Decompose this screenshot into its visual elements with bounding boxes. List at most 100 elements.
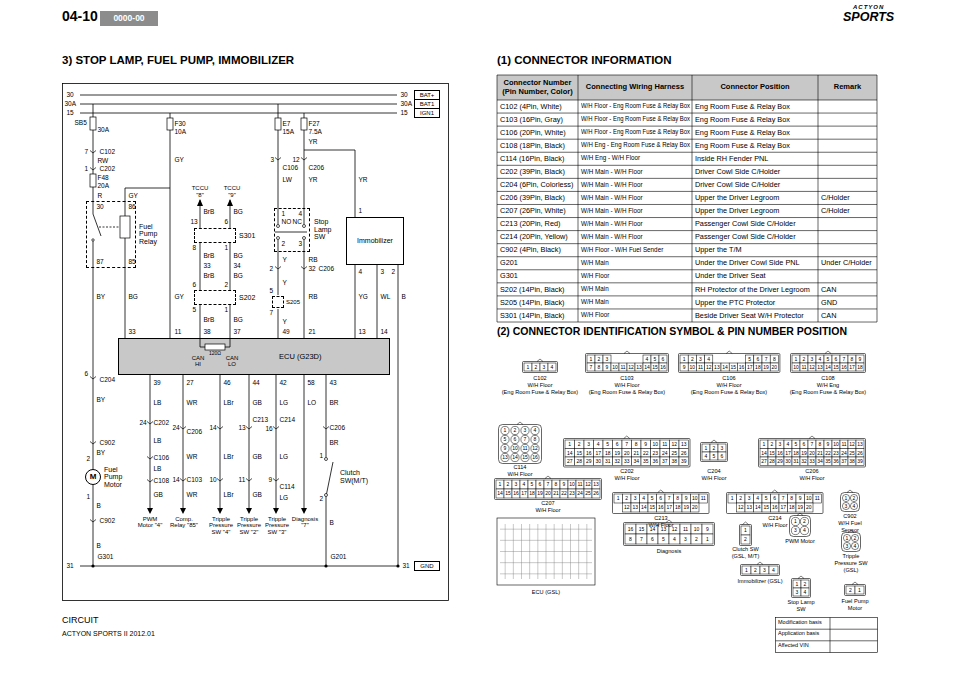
connector-face — [679, 354, 780, 373]
wire-label: 11 — [238, 477, 246, 484]
pin-cell — [796, 503, 805, 512]
table-cell: W/H Main — [581, 299, 609, 306]
pin-number: 7 — [665, 494, 674, 503]
pin-number: 19 — [536, 489, 544, 498]
node-text: 0000-00 — [113, 14, 144, 23]
connector-latch — [726, 351, 732, 354]
pin-number: 28 — [575, 457, 585, 466]
pin-cell — [531, 444, 539, 452]
pin-number: 15 — [762, 503, 771, 512]
wire-label: C202 — [153, 420, 170, 427]
pin-cell — [713, 363, 721, 371]
pin-cell — [532, 363, 540, 371]
pin-number: 4 — [754, 494, 763, 503]
arrowhead — [147, 508, 307, 514]
connector-caption: W/H Floor — [799, 476, 824, 482]
pin-cell — [565, 449, 575, 458]
pin-cell — [552, 480, 560, 489]
wire-label: WL — [380, 294, 391, 301]
table-cell: W/H Main - W/H Floor — [581, 234, 643, 241]
pin-number: 4 — [640, 494, 649, 503]
pin-cell — [796, 494, 805, 503]
table-cell: W/H Floor - W/H Fuel Sender — [581, 247, 663, 254]
wire-label: 2 — [224, 282, 229, 289]
pin-cell — [691, 494, 700, 503]
connector-caption: (GSL) — [844, 568, 859, 574]
ecu-fill — [118, 338, 390, 375]
wire-label: 31 — [66, 563, 74, 570]
pin-cell — [808, 355, 816, 363]
pin-cell — [501, 435, 509, 443]
pin-cell — [651, 363, 659, 371]
pin-cell — [536, 489, 544, 498]
table-cell: Eng Room Fuse & Relay Box — [695, 142, 790, 150]
pin-cell — [560, 480, 568, 489]
wire-label: 30A — [400, 101, 413, 108]
wire-label: 31 — [402, 563, 410, 570]
pin-cell — [702, 534, 713, 544]
table-cell: W/H Main — [581, 286, 609, 293]
table-header-cell: Remark — [820, 83, 875, 92]
table-cell: Upper the T/M — [695, 246, 742, 254]
table-cell: C103 (16Pin, Gray) — [500, 116, 563, 124]
pin-cell — [501, 444, 509, 452]
pin-number: 1 — [524, 363, 532, 371]
connector-latch — [852, 582, 858, 585]
wire-label: R — [97, 193, 103, 200]
pin-cell — [691, 524, 702, 534]
pin-number: 2 — [768, 440, 776, 449]
table-cell: Upper the Driver Legroom — [695, 207, 779, 215]
pin-number: 13 — [679, 440, 689, 449]
wire-label: 3 — [270, 157, 275, 164]
wire-label: 30 — [96, 204, 104, 211]
pin-number: 13 — [745, 503, 754, 512]
pin-number: 19 — [762, 363, 770, 371]
pin-cell — [832, 440, 840, 449]
connector-caption: C102 — [533, 376, 546, 382]
pin-number: 33 — [808, 457, 816, 466]
wire-label: 33 — [203, 263, 211, 270]
wire-label: 43 — [329, 380, 337, 387]
pin-cell — [851, 534, 858, 541]
table-cell: C214 (20Pin, Yellow) — [500, 233, 568, 241]
pin-number: 13 — [592, 480, 600, 489]
wire-label: GB — [153, 492, 163, 499]
pin-cell — [856, 440, 864, 449]
node-box: S301 — [194, 228, 260, 243]
pin-cell — [524, 363, 532, 371]
pin-number: 36 — [651, 457, 661, 466]
pin-cell — [682, 503, 691, 512]
connector-latch — [658, 490, 664, 493]
pin-cell — [659, 363, 667, 371]
wire-label: 24 — [172, 425, 180, 432]
pin-cell — [611, 363, 619, 371]
wire-label: LB — [153, 400, 162, 407]
table-cell: Under C/Holder — [821, 259, 872, 267]
wire-label: 10 — [209, 477, 217, 484]
pin-number: 13 — [658, 524, 669, 534]
connector-caption: C202 — [620, 469, 633, 475]
pin-number: 24 — [660, 449, 670, 458]
pin-cell — [784, 457, 792, 466]
connector-caption: C213 — [654, 516, 667, 522]
wire-label: 30A — [64, 101, 77, 108]
pin-number: 3 — [680, 534, 691, 544]
pin-cell — [776, 440, 784, 449]
fuse-symbol — [90, 117, 328, 497]
pin-cell — [760, 440, 768, 449]
connector-face — [792, 579, 811, 598]
pin-number: 7 — [636, 534, 647, 544]
pin-cell — [648, 494, 657, 503]
pin-number: 15 — [768, 449, 776, 458]
wire-connector — [326, 375, 327, 452]
wire-label: 21 — [308, 329, 316, 336]
pin-number: 3 — [776, 440, 784, 449]
table-cell: S202 (14Pin, Black) — [500, 286, 565, 294]
pin-cell — [688, 363, 696, 371]
table-cell: S301 (14Pin, Black) — [500, 312, 565, 320]
pin-number: 15 — [575, 449, 585, 458]
wire-connector — [230, 243, 231, 290]
pin-cell — [705, 363, 713, 371]
pin-number: 5 — [658, 534, 669, 544]
